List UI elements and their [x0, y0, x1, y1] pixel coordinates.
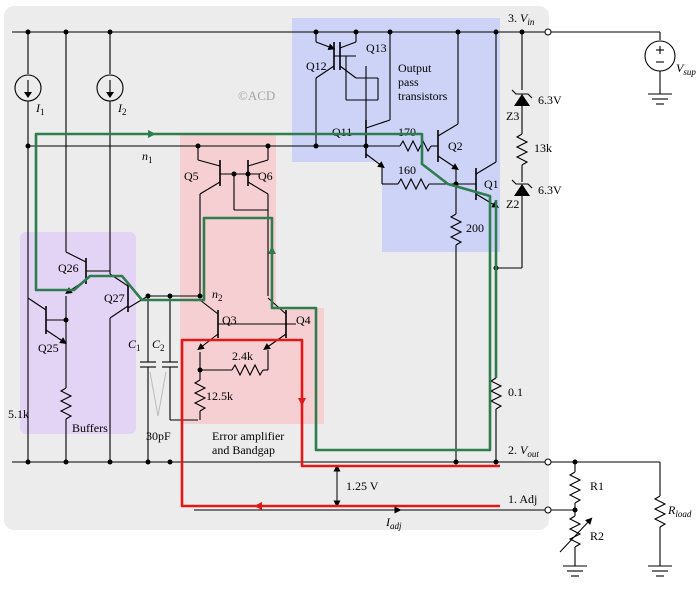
r-2-4k-label: 2.4k [232, 349, 253, 363]
r-0-1-label: 0.1 [508, 385, 523, 399]
i1-label: I1 [35, 101, 45, 117]
r-12-5k-label: 12.5k [206, 389, 233, 403]
q27-label: Q27 [104, 291, 125, 305]
c2-label: C2 [152, 337, 165, 353]
q1-label: Q1 [484, 177, 499, 191]
q2-label: Q2 [448, 139, 463, 153]
r-160-label: 160 [398, 163, 416, 177]
q26-label: Q26 [58, 261, 79, 275]
c1-label: C1 [128, 337, 141, 353]
n2-label: n2 [212, 287, 223, 303]
r1-label: R1 [590, 479, 604, 493]
q6-label: Q6 [258, 169, 273, 183]
red-current-path [180, 338, 500, 508]
capacitor-c2 [162, 296, 198, 421]
z3-voltage-label: 6.3V [538, 93, 562, 107]
adj-terminal-label: 1. Adj [508, 492, 537, 506]
q13-label: Q13 [366, 41, 387, 55]
transistor-q2 [437, 32, 459, 184]
error-amp-label-1: Error amplifier [212, 429, 284, 443]
transistor-q25 [27, 296, 67, 388]
vin-terminal-label: 3. Vin [508, 11, 535, 27]
q5-label: Q5 [184, 169, 199, 183]
buffer-region [20, 232, 136, 434]
r2-label: R2 [590, 529, 604, 543]
vout-terminal-label: 2. Vout [508, 443, 539, 459]
iadj-label: Iadj [385, 515, 402, 531]
resistor-0-1 [489, 377, 503, 462]
transistor-q11 [365, 32, 400, 185]
cap-bracket [149, 371, 167, 417]
error-amplifier-region [180, 134, 324, 424]
adj-line [194, 506, 575, 514]
resistor-rload [648, 462, 672, 577]
q12-label: Q12 [306, 59, 327, 73]
z2-voltage-label: 6.3V [538, 183, 562, 197]
q11-label: Q11 [332, 125, 352, 139]
current-source-i1 [14, 32, 42, 462]
q4-label: Q4 [296, 313, 311, 327]
r-5-1k-label: 5.1k [8, 407, 29, 421]
resistor-5-1k [59, 387, 73, 462]
resistor-170 [399, 139, 438, 153]
resistor-2-4k [199, 350, 269, 377]
resistor-13k [515, 133, 529, 182]
q3-label: Q3 [222, 313, 237, 327]
output-label-3: transistors [398, 89, 448, 103]
r-200-label: 200 [466, 221, 484, 235]
r-13k-label: 13k [534, 141, 552, 155]
i2-label: I2 [117, 101, 127, 117]
transistor-q27 [109, 273, 198, 462]
r-170-label: 170 [398, 125, 416, 139]
transistor-q6 [233, 146, 269, 296]
z2-label: Z2 [506, 197, 519, 211]
vsup-label: Vsup [676, 61, 696, 77]
error-amp-label-2: and Bandgap [212, 443, 275, 457]
n1-label: n1 [142, 149, 153, 165]
z3-label: Z3 [506, 109, 519, 123]
capacitor-c1 [140, 296, 156, 462]
zener-z2 [496, 179, 533, 269]
cap-value-label: 30pF [146, 429, 171, 443]
supply-source [644, 32, 676, 105]
q25-label: Q25 [38, 341, 59, 355]
buffers-label: Buffers [72, 421, 108, 435]
vref-label: 1.25 V [346, 479, 379, 493]
resistor-12-5k [193, 370, 207, 420]
watermark: ©ACD [238, 88, 275, 103]
resistor-200 [449, 184, 463, 462]
zener-z3 [511, 32, 533, 134]
transistor-q13 [334, 32, 379, 120]
green-current-path [34, 132, 498, 452]
rload-label: Rload [667, 503, 692, 519]
transistor-q5 [197, 146, 260, 296]
output-label-2: pass [398, 75, 419, 89]
output-label-1: Output [398, 61, 432, 75]
resistor-r2 [559, 515, 593, 577]
current-source-i2 [96, 32, 124, 274]
vout-rail [12, 458, 660, 466]
